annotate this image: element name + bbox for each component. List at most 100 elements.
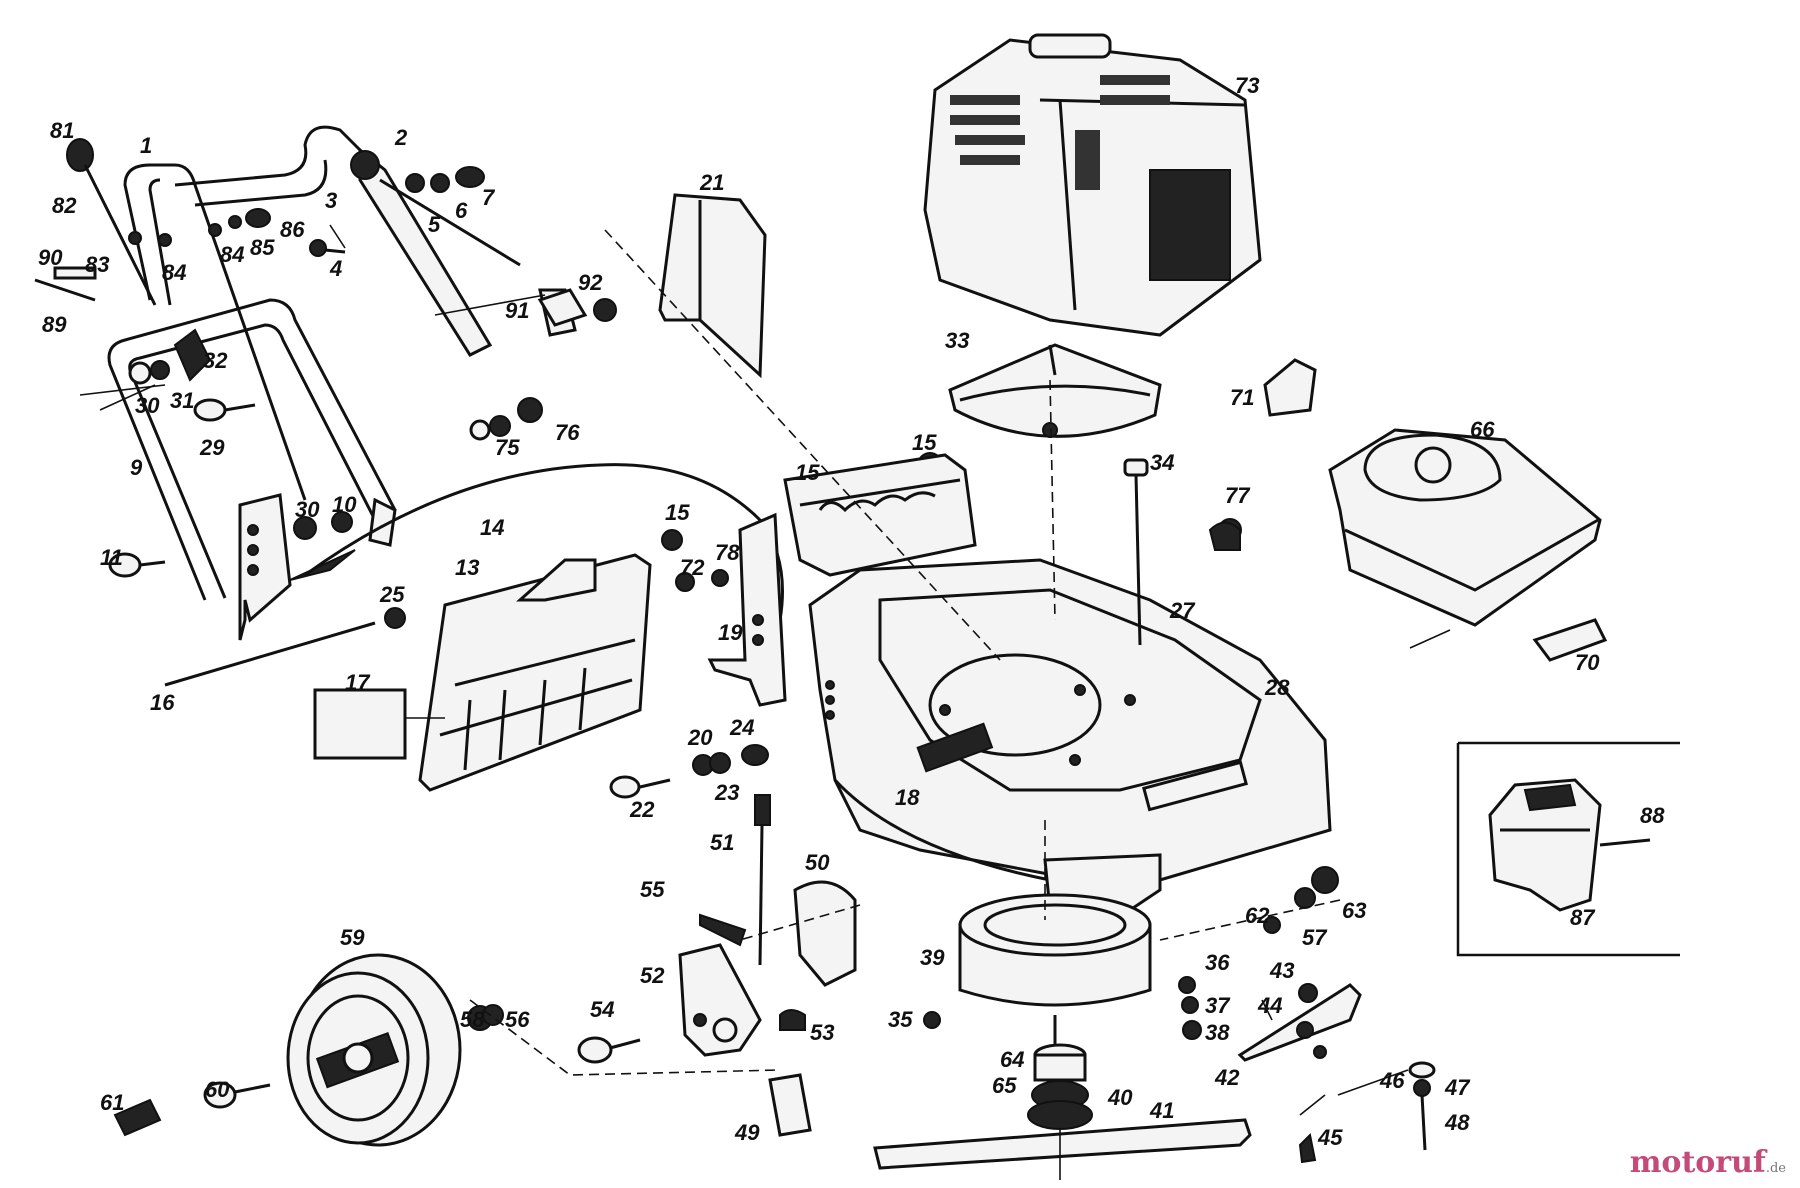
label-66: 66 [1470, 417, 1495, 442]
label-11: 11 [100, 545, 123, 570]
label-81: 81 [50, 118, 74, 143]
label-59: 59 [340, 925, 365, 950]
clip-part [1208, 521, 1241, 551]
label-76: 76 [555, 420, 580, 445]
label-47: 47 [1444, 1075, 1471, 1100]
control-lever-part [350, 146, 577, 357]
label-38: 38 [1205, 1020, 1230, 1045]
label-19: 19 [718, 620, 743, 645]
label-46: 46 [1379, 1068, 1405, 1093]
label-83: 83 [85, 252, 109, 277]
label-84b: 84 [220, 242, 244, 267]
label-15a: 15 [665, 500, 690, 525]
label-89: 89 [42, 312, 67, 337]
label-40: 40 [1107, 1085, 1133, 1110]
label-72: 72 [680, 555, 705, 580]
label-23: 23 [714, 780, 739, 805]
label-30a: 30 [135, 393, 160, 418]
grass-catcher-part [923, 33, 1262, 337]
label-18: 18 [895, 785, 920, 810]
label-60: 60 [205, 1077, 230, 1102]
label-33: 33 [945, 328, 969, 353]
label-41: 41 [1149, 1098, 1174, 1123]
small-label-part [1263, 358, 1317, 417]
label-70: 70 [1575, 650, 1600, 675]
label-5: 5 [428, 212, 441, 237]
label-92: 92 [578, 270, 603, 295]
label-1: 1 [140, 133, 152, 158]
label-plate-part [313, 688, 407, 760]
label-54: 54 [590, 997, 614, 1022]
watermark-tld: .de [1765, 1161, 1786, 1176]
upper-handle-part [123, 125, 362, 501]
label-30b: 30 [295, 497, 320, 522]
label-55: 55 [640, 877, 665, 902]
label-75: 75 [495, 435, 520, 460]
label-21: 21 [699, 170, 724, 195]
label-62: 62 [1245, 903, 1270, 928]
front-wheel-bracket-part [577, 794, 857, 1137]
label-53: 53 [810, 1020, 834, 1045]
label-31: 31 [170, 388, 194, 413]
motor-cover-part [1328, 428, 1602, 627]
label-10: 10 [332, 492, 357, 517]
label-43: 43 [1269, 958, 1294, 983]
label-7: 7 [482, 185, 496, 210]
label-63: 63 [1342, 898, 1366, 923]
label-49: 49 [734, 1120, 760, 1145]
label-2: 2 [394, 125, 408, 150]
label-71: 71 [1230, 385, 1254, 410]
label-73: 73 [1235, 73, 1259, 98]
label-78: 78 [715, 540, 740, 565]
motor-plate-part [1532, 618, 1608, 662]
label-15b: 15 [795, 460, 820, 485]
label-77: 77 [1225, 483, 1251, 508]
mower-deck-part [808, 558, 1332, 912]
label-15c: 15 [912, 430, 937, 455]
label-20: 20 [687, 725, 713, 750]
label-17: 17 [345, 670, 371, 695]
label-24: 24 [729, 715, 754, 740]
label-27: 27 [1169, 598, 1196, 623]
watermark-name: motoruf [1629, 1145, 1766, 1180]
blade-part [873, 1118, 1252, 1170]
wheel-part [113, 953, 504, 1147]
label-86: 86 [280, 217, 305, 242]
label-45: 45 [1317, 1125, 1343, 1150]
label-29: 29 [199, 435, 225, 460]
label-91: 91 [505, 298, 529, 323]
watermark-logo: motoruf.de [1630, 1145, 1786, 1180]
label-35: 35 [888, 1007, 913, 1032]
label-52: 52 [640, 963, 665, 988]
label-56: 56 [505, 1007, 530, 1032]
label-9: 9 [130, 455, 143, 480]
label-57: 57 [1302, 925, 1328, 950]
inset-frame [1456, 741, 1680, 957]
label-36: 36 [1205, 950, 1230, 975]
label-14: 14 [480, 515, 504, 540]
label-44: 44 [1257, 993, 1282, 1018]
label-88: 88 [1640, 803, 1665, 828]
label-28: 28 [1264, 675, 1290, 700]
label-58: 58 [460, 1007, 485, 1032]
label-42: 42 [1214, 1065, 1240, 1090]
label-25: 25 [379, 582, 405, 607]
part-labels: 81 82 1 2 3 5 6 7 4 83 84 84 85 86 90 89… [38, 73, 1665, 1150]
motor-flange-part [958, 893, 1152, 1050]
label-84a: 84 [162, 260, 186, 285]
lower-handle-part [107, 298, 397, 601]
label-3: 3 [325, 188, 337, 213]
rear-axle-bracket-part [707, 453, 977, 707]
label-39: 39 [920, 945, 945, 970]
label-65: 65 [992, 1073, 1017, 1098]
catcher-frame-part [418, 553, 652, 792]
rear-flap-part [658, 193, 767, 379]
leader-lines [79, 224, 1451, 1116]
label-51: 51 [710, 830, 734, 855]
label-90: 90 [38, 245, 63, 270]
axle-rod-part [164, 621, 376, 687]
label-50: 50 [805, 850, 830, 875]
label-6: 6 [455, 198, 468, 223]
label-13: 13 [455, 555, 479, 580]
